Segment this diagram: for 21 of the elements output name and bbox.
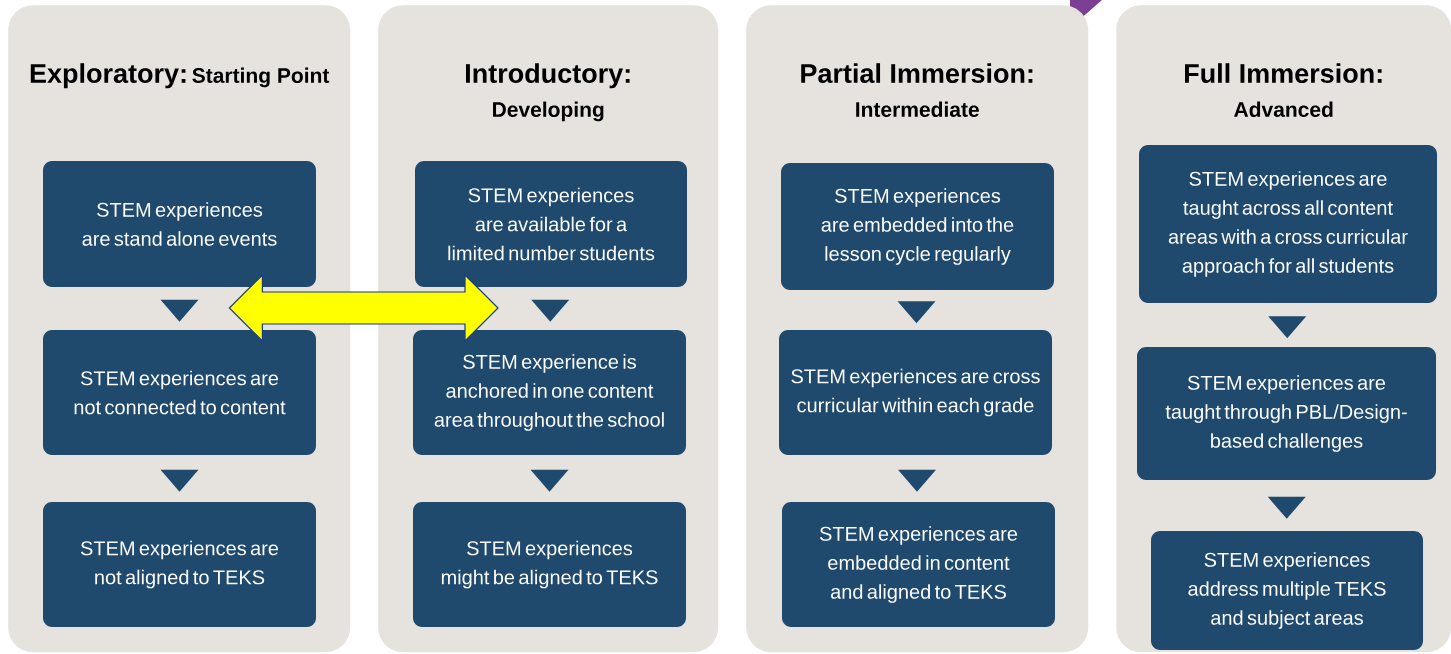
process-box: STEM experiences address multiple TEKS and subject areas <box>1151 531 1423 650</box>
process-box: STEM experience is anchored in one content area throughout the school <box>413 330 686 455</box>
process-box: STEM experiences are not aligned to TEKS <box>43 502 316 627</box>
process-box: STEM experiences are embedded in content and aligned to TEKS <box>782 502 1055 627</box>
arrow <box>160 299 199 322</box>
process-box: STEM experiences might be aligned to TEKS <box>413 502 686 627</box>
arrow <box>1268 316 1307 339</box>
double-arrow <box>228 273 499 343</box>
process-box: STEM experiences are taught across all content areas with a cross curricular approach for all students <box>1139 145 1437 303</box>
process-box: STEM experiences are embedded into the lesson cycle regularly <box>781 163 1054 290</box>
process-box: STEM experiences are not connected to content <box>43 330 316 455</box>
arrow <box>898 469 936 492</box>
arrow <box>897 301 936 324</box>
arrow <box>1267 496 1306 519</box>
process-box: STEM experiences are available for a limited number students <box>415 161 687 287</box>
arrow <box>531 299 570 322</box>
process-box: STEM experiences are cross curricular within each grade <box>779 330 1052 455</box>
arrow <box>160 469 199 492</box>
process-box: STEM experiences are taught through PBL/Design-based challenges <box>1137 347 1436 480</box>
arrow <box>530 469 569 492</box>
process-box: STEM experiences are stand alone events <box>43 161 316 287</box>
